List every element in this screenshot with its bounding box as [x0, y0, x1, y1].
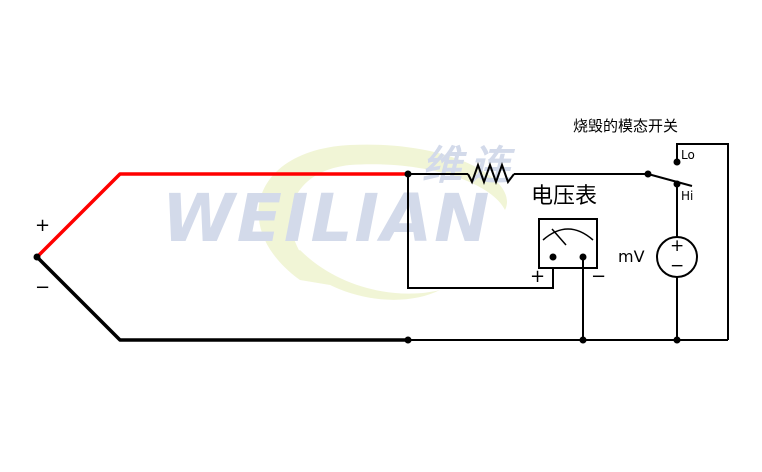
- voltmeter-plus-label: +: [530, 266, 546, 287]
- thermocouple-positive-wire: [35, 172, 408, 259]
- swoosh-tail: [290, 250, 440, 300]
- thermocouple-plus-label: +: [35, 215, 51, 236]
- junction-node: [33, 253, 41, 261]
- thermocouple-negative-wire: [35, 255, 408, 342]
- watermark-latin: WEILIAN: [162, 180, 492, 257]
- switch-blade: [647, 173, 693, 187]
- node-bottom-left: [404, 336, 412, 344]
- resistor-icon: [467, 161, 515, 186]
- voltmeter-title: 电压表: [531, 184, 598, 209]
- node-bottom-mid: [579, 336, 587, 344]
- switch-hi-label: Hi: [681, 189, 694, 203]
- source-minus-label: −: [670, 256, 685, 276]
- source-unit-label: mV: [618, 247, 645, 266]
- voltmeter-body: [538, 218, 598, 269]
- wire-lo-return: [676, 143, 729, 340]
- switch-title: 烧毁的模态开关: [573, 117, 679, 135]
- wire-to-voltmeter-plus: [407, 174, 554, 289]
- thermocouple-minus-label: −: [35, 277, 51, 298]
- switch-lo-label: Lo: [681, 148, 695, 162]
- voltmeter-minus-label: −: [591, 266, 607, 287]
- voltmeter-plus-terminal: [549, 253, 557, 261]
- source-plus-label: +: [670, 236, 685, 256]
- voltmeter-scale-arc: [542, 228, 594, 241]
- voltmeter-needle: [551, 228, 567, 246]
